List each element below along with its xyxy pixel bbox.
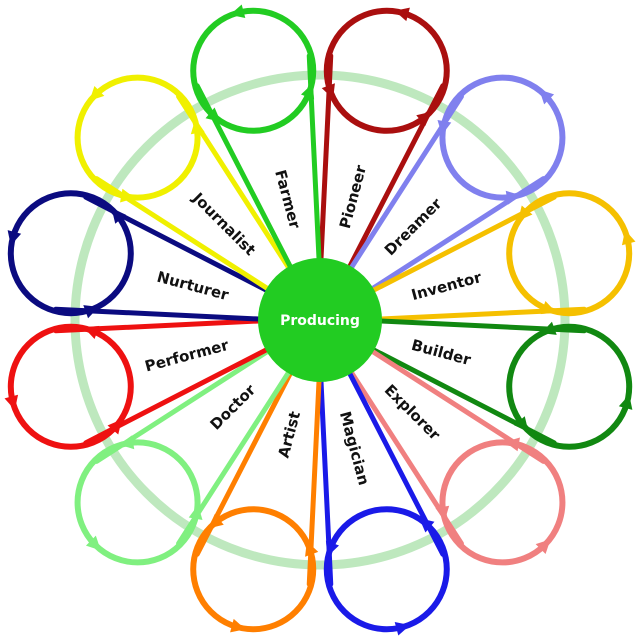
arrowhead-icon xyxy=(514,416,529,432)
arrowhead-icon xyxy=(325,540,340,557)
loop-magician xyxy=(323,506,450,633)
arrowhead-icon xyxy=(7,230,22,246)
petal-label-inventor: Inventor xyxy=(409,268,484,304)
arrowhead-icon xyxy=(618,394,633,410)
arrowhead-icon xyxy=(89,85,105,101)
arrowhead-icon xyxy=(300,83,315,100)
arrowhead-icon xyxy=(229,4,246,19)
loop-dreamer xyxy=(439,74,566,201)
loop-farmer xyxy=(190,7,317,134)
arrowhead-icon xyxy=(518,205,533,221)
petal-label-farmer: Farmer xyxy=(271,168,304,231)
arrowhead-icon xyxy=(190,119,205,135)
loop-explorer xyxy=(439,439,566,566)
arrowhead-icon xyxy=(394,621,411,636)
loop-pioneer xyxy=(323,7,450,134)
loop-journalist xyxy=(74,74,201,201)
arrowhead-icon xyxy=(539,89,555,105)
arrowhead-icon xyxy=(416,111,432,126)
arrowhead-icon xyxy=(535,539,551,555)
arrowhead-icon xyxy=(107,419,122,435)
arrowhead-icon xyxy=(119,435,135,450)
loop-doctor xyxy=(74,439,201,566)
arrowhead-icon xyxy=(540,300,557,315)
arrowhead-icon xyxy=(541,321,557,335)
hub-label: Producing xyxy=(280,313,360,329)
arrowhead-icon xyxy=(85,535,101,551)
hub-circle xyxy=(258,258,382,382)
arrowhead-icon xyxy=(4,394,19,411)
arrowhead-icon xyxy=(305,541,319,557)
arrowhead-icon xyxy=(188,504,203,520)
loop-artist xyxy=(190,506,317,633)
petal-label-journalist: Journalist xyxy=(188,188,259,259)
loop-performer xyxy=(7,323,134,450)
arrowhead-icon xyxy=(504,437,520,452)
arrowhead-icon xyxy=(208,514,224,529)
loop-builder xyxy=(506,323,633,450)
loop-nurturer xyxy=(7,190,134,317)
arrowhead-icon xyxy=(205,107,221,122)
petal-label-pioneer: Pioneer xyxy=(336,163,370,231)
arrowhead-icon xyxy=(321,83,335,99)
arrowhead-icon xyxy=(621,229,636,246)
petal-label-nurturer: Nurturer xyxy=(155,268,231,305)
arrowhead-icon xyxy=(83,305,99,319)
arrowhead-icon xyxy=(437,120,452,136)
arrowhead-icon xyxy=(111,208,126,224)
petal-label-builder: Builder xyxy=(409,336,473,369)
petal-label-artist: Artist xyxy=(274,409,304,459)
petal-label-magician: Magician xyxy=(336,409,373,487)
arrowhead-icon xyxy=(230,618,246,633)
arrowhead-icon xyxy=(394,7,410,22)
petal-label-performer: Performer xyxy=(143,336,231,376)
arrowhead-icon xyxy=(419,518,435,533)
loop-inventor xyxy=(506,190,633,317)
arrowhead-icon xyxy=(120,188,136,203)
arrowhead-icon xyxy=(83,325,100,340)
arrowhead-icon xyxy=(435,505,450,521)
halo-ring xyxy=(70,70,570,570)
arrowhead-icon xyxy=(505,190,521,205)
